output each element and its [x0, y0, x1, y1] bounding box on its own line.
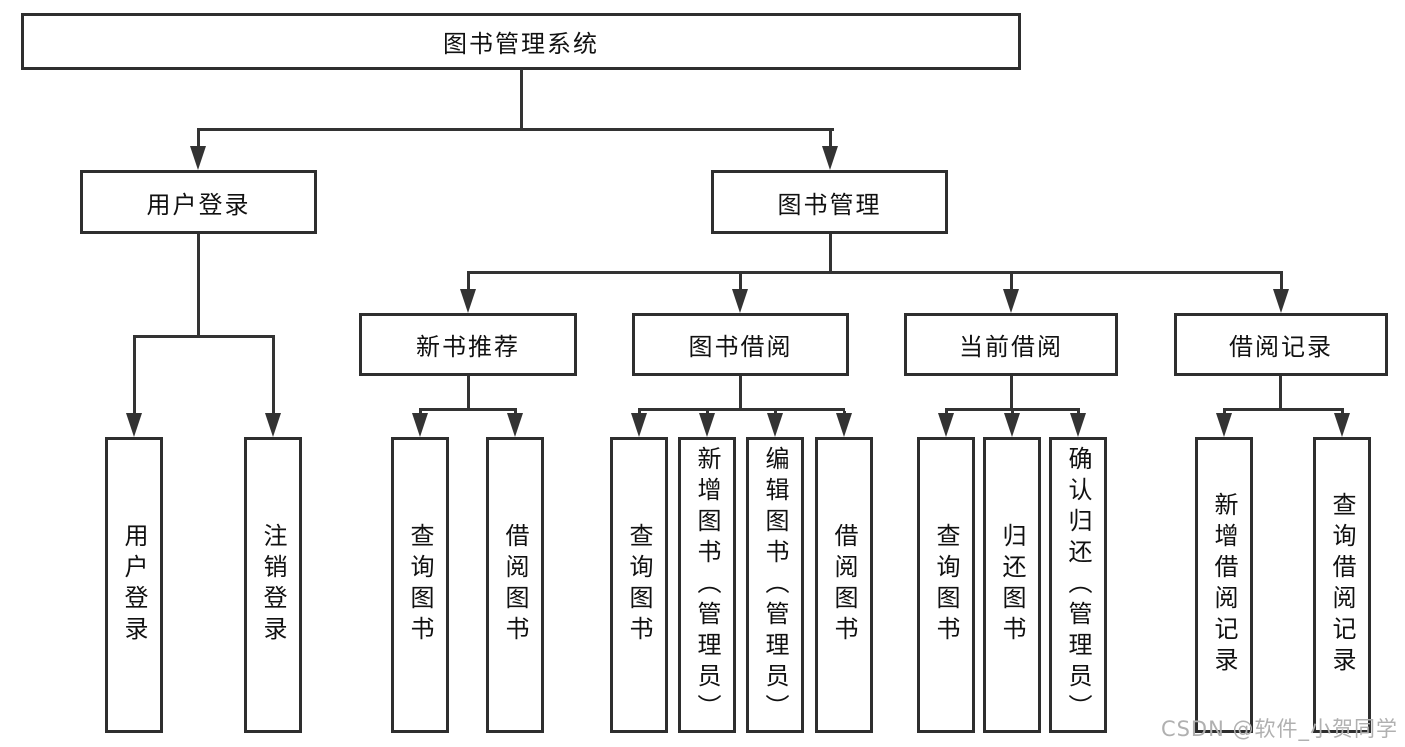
connector-stem-borrow-records — [1278, 376, 1282, 411]
node-new-book-recommend-label: 新书推荐 — [416, 333, 520, 361]
node-borrow-records-label: 借阅记录 — [1229, 333, 1333, 361]
connector-rail-borrow-records — [1222, 408, 1344, 411]
leaf-records-add-record-label: 新增借阅记录 — [1210, 492, 1238, 678]
leaf-logout: 注销登录 — [244, 437, 302, 733]
leaf-current-confirm-return-admin-label: 确认归还（管理员） — [1064, 445, 1092, 725]
connector-stem-new-book-recommend — [466, 376, 470, 411]
leaf-records-query-record-label: 查询借阅记录 — [1328, 492, 1356, 678]
connector-drop-current-borrow — [1009, 274, 1013, 291]
connector-drop-book-borrow — [738, 274, 742, 291]
down-arrowhead — [732, 289, 748, 313]
down-arrowhead — [699, 413, 715, 437]
connector-rail-book-borrow — [637, 408, 845, 411]
connector-rail-new-book-recommend — [418, 408, 517, 411]
node-user-login-label: 用户登录 — [146, 190, 251, 219]
connector-drop-borrow-records — [1279, 274, 1283, 291]
node-user-login: 用户登录 — [80, 170, 317, 234]
down-arrowhead — [412, 413, 428, 437]
connector-stem-user-login — [196, 234, 200, 338]
connector-rail-book-management — [466, 271, 1283, 274]
down-arrowhead — [126, 413, 142, 437]
connector-stem-root — [519, 69, 523, 131]
leaf-records-query-record: 查询借阅记录 — [1313, 437, 1371, 733]
leaf-borrow-query-books-label: 查询图书 — [625, 523, 653, 647]
down-arrowhead — [767, 413, 783, 437]
down-arrowhead — [822, 146, 838, 170]
down-arrowhead — [631, 413, 647, 437]
leaf-current-query-books: 查询图书 — [917, 437, 975, 733]
down-arrowhead — [1273, 289, 1289, 313]
connector-drop-leaf-logout — [271, 338, 275, 415]
leaf-user-login: 用户登录 — [105, 437, 163, 733]
down-arrowhead — [1070, 413, 1086, 437]
leaf-borrow-edit-books-admin: 编辑图书（管理员） — [746, 437, 804, 733]
connector-stem-current-borrow — [1009, 376, 1013, 411]
down-arrowhead — [836, 413, 852, 437]
connector-rail-current-borrow — [944, 408, 1080, 411]
node-book-management-label: 图书管理 — [777, 190, 882, 219]
down-arrowhead — [1003, 289, 1019, 313]
connector-drop-book-management — [828, 131, 832, 148]
connector-drop-leaf-user-login — [132, 338, 136, 415]
down-arrowhead — [460, 289, 476, 313]
node-book-borrow-label: 图书借阅 — [688, 333, 793, 361]
leaf-borrow-add-books-admin: 新增图书（管理员） — [678, 437, 736, 733]
down-arrowhead — [507, 413, 523, 437]
leaf-borrow-borrow-books-label: 借阅图书 — [830, 523, 858, 647]
node-current-borrow-label: 当前借阅 — [959, 333, 1063, 361]
leaf-records-add-record: 新增借阅记录 — [1195, 437, 1253, 733]
node-new-book-recommend: 新书推荐 — [359, 313, 577, 376]
connector-stem-book-borrow — [739, 376, 742, 411]
leaf-logout-label: 注销登录 — [259, 523, 287, 647]
leaf-borrow-query-books: 查询图书 — [610, 437, 668, 733]
leaf-current-confirm-return-admin: 确认归还（管理员） — [1049, 437, 1107, 733]
leaf-borrow-add-books-admin-label: 新增图书（管理员） — [693, 445, 721, 725]
down-arrowhead — [1004, 413, 1020, 437]
leaf-borrow-edit-books-admin-label: 编辑图书（管理员） — [761, 445, 789, 725]
down-arrowhead — [265, 413, 281, 437]
down-arrowhead — [938, 413, 954, 437]
node-book-management: 图书管理 — [711, 170, 948, 234]
leaf-current-query-books-label: 查询图书 — [932, 523, 960, 647]
connector-drop-new-book-recommend — [466, 274, 470, 291]
connector-stem-book-management — [828, 234, 832, 274]
leaf-current-return-books: 归还图书 — [983, 437, 1041, 733]
leaf-recommend-borrow-books-label: 借阅图书 — [501, 523, 529, 647]
leaf-recommend-query-books: 查询图书 — [391, 437, 449, 733]
node-root-label: 图书管理系统 — [443, 30, 599, 58]
leaf-current-return-books-label: 归还图书 — [998, 523, 1026, 647]
leaf-borrow-borrow-books: 借阅图书 — [815, 437, 873, 733]
connector-rail-user-login — [132, 335, 275, 338]
down-arrowhead — [1334, 413, 1350, 437]
connector-drop-user-login — [196, 131, 200, 148]
down-arrowhead — [190, 146, 206, 170]
down-arrowhead — [1216, 413, 1232, 437]
connector-rail-root — [196, 128, 834, 131]
leaf-recommend-query-books-label: 查询图书 — [406, 523, 434, 647]
node-book-borrow: 图书借阅 — [632, 313, 849, 376]
node-root: 图书管理系统 — [21, 13, 1021, 70]
leaf-user-login-label: 用户登录 — [120, 523, 148, 647]
node-current-borrow: 当前借阅 — [904, 313, 1118, 376]
csdn-watermark: CSDN @软件_小贺同学 — [1160, 717, 1398, 741]
leaf-recommend-borrow-books: 借阅图书 — [486, 437, 544, 733]
node-borrow-records: 借阅记录 — [1174, 313, 1388, 376]
